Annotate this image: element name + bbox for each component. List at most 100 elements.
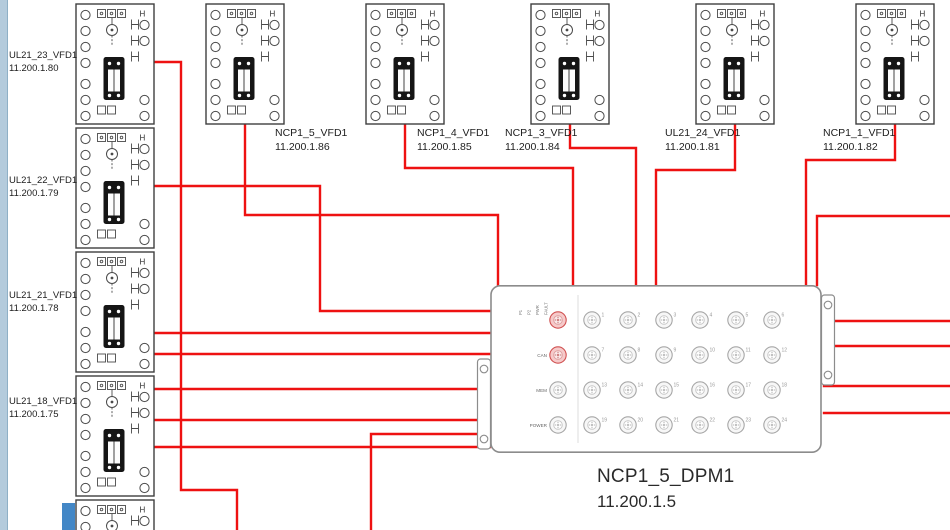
dpm-port: 10: [691, 346, 715, 364]
dpm-row-label: POWER: [530, 423, 548, 428]
dpm-port: 17: [727, 381, 752, 399]
device-name: UL21_22_VFD1: [9, 175, 78, 186]
vfd-device[interactable]: [75, 127, 155, 249]
device-label[interactable]: NCP1_3_VFD1 11.200.1.84: [505, 127, 577, 155]
dpm-right-flange: [820, 294, 836, 386]
svg-text:8: 8: [638, 348, 641, 354]
svg-text:11: 11: [746, 348, 751, 354]
svg-text:14: 14: [638, 383, 644, 389]
svg-text:6: 6: [782, 313, 785, 319]
svg-text:24: 24: [782, 418, 788, 424]
dpm-port-highlighted: [549, 346, 567, 364]
device-ip: 11.200.1.82: [823, 140, 878, 153]
dpm-port: 14: [619, 381, 644, 399]
device-name: UL21_18_VFD1: [9, 396, 78, 407]
vfd-device[interactable]: [855, 3, 935, 125]
device-name: NCP1_5_VFD1: [275, 127, 348, 139]
wire[interactable]: [815, 214, 950, 287]
svg-text:7: 7: [602, 348, 605, 354]
vfd-symbol: [75, 375, 155, 497]
vfd-device[interactable]: [75, 499, 155, 530]
dpm-label[interactable]: NCP1_5_DPM1 11.200.1.5: [597, 466, 734, 512]
vfd-device[interactable]: [695, 3, 775, 125]
dpm-row-label: CAN: [537, 353, 547, 358]
wire[interactable]: [153, 60, 239, 530]
svg-text:15: 15: [674, 383, 680, 389]
dpm-port: 24: [763, 416, 788, 434]
dpm-port: 3: [655, 311, 677, 329]
wire[interactable]: [369, 432, 492, 530]
svg-text:2: 2: [638, 313, 641, 319]
device-ip: 11.200.1.80: [9, 62, 59, 74]
wire[interactable]: [403, 123, 575, 287]
wire[interactable]: [568, 123, 638, 287]
dpm-port: 12: [763, 346, 787, 364]
dpm-port: 16: [691, 381, 715, 399]
dpm-left-flange: [476, 358, 492, 450]
dpm-port: 18: [763, 381, 788, 399]
canvas-corner-block: [62, 503, 75, 530]
dpm-port: 9: [655, 346, 677, 364]
vfd-device[interactable]: [75, 375, 155, 497]
wire[interactable]: [243, 123, 500, 287]
vfd-device[interactable]: [365, 3, 445, 125]
vfd-symbol: [695, 3, 775, 125]
device-label[interactable]: UL21_21_VFD1 11.200.1.78: [9, 290, 77, 315]
vfd-symbol: [75, 251, 155, 373]
dpm-port: [549, 381, 567, 399]
dpm-port: 6: [763, 311, 785, 329]
device-label[interactable]: UL21_24_VFD1 11.200.1.81: [665, 127, 740, 155]
device-name: UL21_24_VFD1: [665, 127, 741, 139]
dpm-port: 5: [727, 311, 749, 329]
vfd-symbol: [855, 3, 935, 125]
wire[interactable]: [654, 123, 737, 287]
device-label[interactable]: NCP1_1_VFD1 11.200.1.82: [823, 127, 895, 155]
wire[interactable]: [804, 123, 897, 287]
dpm-port: 1: [583, 311, 605, 329]
vfd-symbol: [205, 3, 285, 125]
svg-text:3: 3: [674, 313, 677, 319]
dpm-port: 8: [619, 346, 641, 364]
dpm-port: 20: [619, 416, 643, 434]
flange-screw-hole: [479, 364, 489, 374]
vfd-device[interactable]: [75, 3, 155, 125]
device-ip: 11.200.1.81: [665, 140, 720, 153]
canvas-edge-strip: [0, 0, 8, 530]
dpm-port: 15: [655, 381, 680, 399]
wire[interactable]: [153, 184, 492, 313]
vfd-device[interactable]: [75, 251, 155, 373]
dpm-port: 19: [583, 416, 608, 434]
device-name: UL21_21_VFD1: [9, 290, 78, 301]
dpm-port: [549, 416, 567, 434]
vfd-device[interactable]: [530, 3, 610, 125]
svg-text:19: 19: [602, 418, 608, 424]
device-ip: 11.200.1.84: [505, 140, 560, 153]
device-label[interactable]: UL21_22_VFD1 11.200.1.79: [9, 175, 77, 200]
dpm-name: NCP1_5_DPM1: [597, 466, 735, 487]
svg-text:22: 22: [710, 418, 716, 424]
device-label[interactable]: UL21_23_VFD1 11.200.1.80: [9, 50, 77, 75]
device-label[interactable]: UL21_18_VFD1 11.200.1.75: [9, 396, 77, 421]
svg-text:18: 18: [782, 383, 788, 389]
device-name: NCP1_3_VFD1: [505, 127, 578, 139]
svg-text:9: 9: [674, 348, 677, 354]
device-ip: 11.200.1.75: [9, 408, 59, 420]
dpm-port: 13: [583, 381, 607, 399]
dpm-led-label: P2: [527, 309, 532, 315]
vfd-device[interactable]: [205, 3, 285, 125]
device-name: UL21_23_VFD1: [9, 50, 78, 61]
dpm-port: 21: [655, 416, 679, 434]
device-label[interactable]: NCP1_5_VFD1 11.200.1.86: [275, 127, 347, 155]
svg-text:17: 17: [746, 383, 752, 389]
svg-text:5: 5: [746, 313, 749, 319]
device-label[interactable]: NCP1_4_VFD1 11.200.1.85: [417, 127, 489, 155]
dpm-port: 22: [691, 416, 716, 434]
